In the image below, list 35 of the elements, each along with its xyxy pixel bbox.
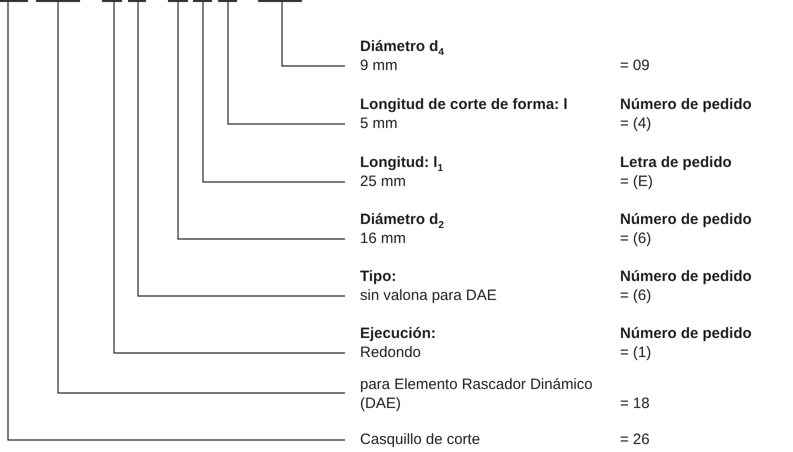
value-text: 5 mm [360, 114, 398, 133]
leader-line [7, 2, 345, 441]
column-heading: Número de pedido [620, 210, 752, 229]
code-value: = 18 [620, 394, 650, 413]
heading: Longitud: l$_{1}$ [360, 153, 444, 172]
code-value: = (6) [620, 286, 652, 305]
value-text: Casquillo de corte [360, 430, 482, 449]
leader-line [57, 2, 345, 394]
leader-line [177, 2, 345, 240]
code-value: = (4) [620, 114, 652, 133]
column-heading: Número de pedido [620, 95, 752, 114]
value-text: 25 mm [360, 172, 407, 191]
leader-line [137, 2, 345, 297]
heading: Ejecución: [360, 324, 437, 343]
column-heading: Número de pedido [620, 267, 752, 286]
heading: Longitud de corte de forma: l [360, 95, 569, 114]
leader-line [202, 2, 345, 183]
value-text: sin valona para DAE [360, 286, 498, 305]
heading: Diámetro d$_{4}$ [360, 37, 445, 56]
code-value: = (1) [620, 343, 652, 362]
heading: Diámetro d$_{2}$ [360, 210, 445, 229]
code-value: = (E) [620, 172, 653, 191]
code-value: = 09 [620, 56, 650, 75]
code-value: = (6) [620, 229, 652, 248]
value-text: para Elemento Rascador Dinámico (DAE) [360, 375, 594, 413]
heading: Tipo: [360, 267, 398, 286]
value-text: Redondo [360, 343, 422, 362]
leader-line [281, 2, 345, 67]
value-text: 9 mm [360, 56, 398, 75]
leader-line [227, 2, 345, 125]
column-heading: Letra de pedido [620, 153, 732, 172]
value-text: 16 mm [360, 229, 407, 248]
code-value: = 26 [620, 430, 650, 449]
leader-line [113, 2, 345, 354]
column-heading: Número de pedido [620, 324, 752, 343]
